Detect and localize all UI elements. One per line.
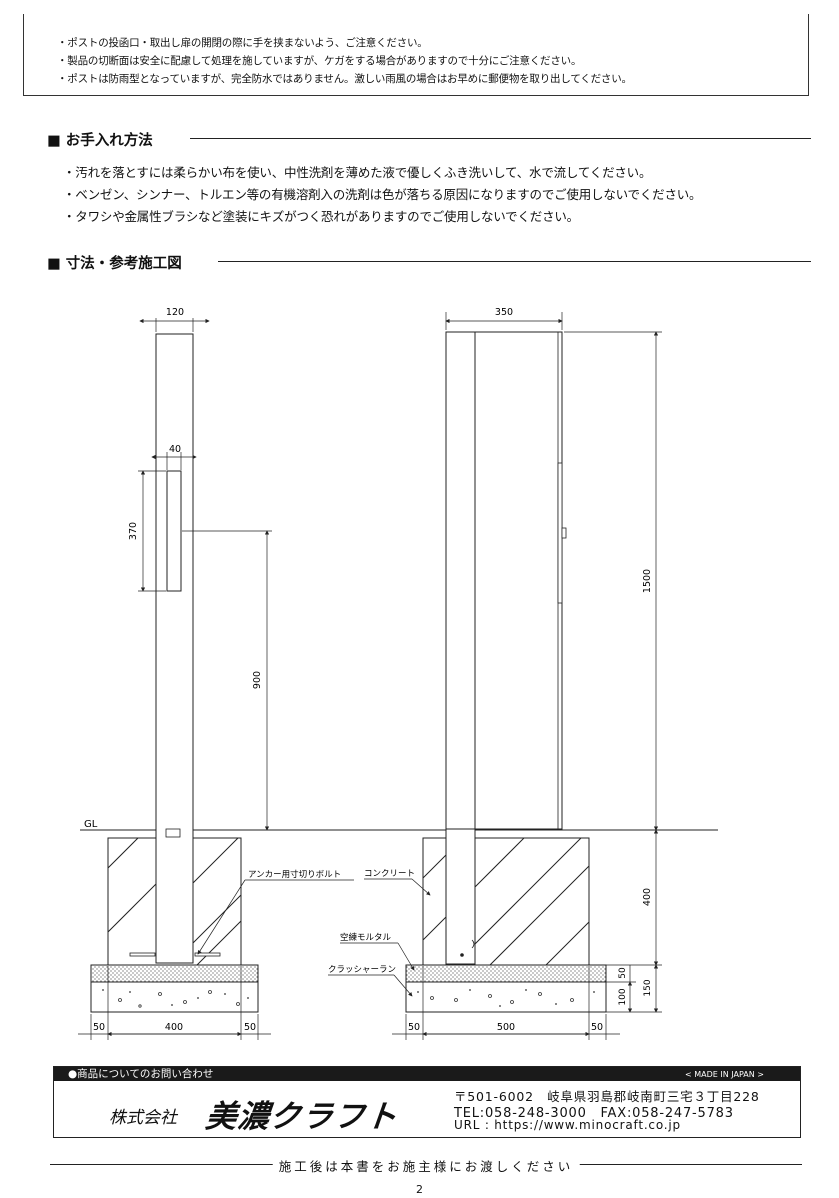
dim-right-base-left: 50 <box>408 1022 420 1033</box>
right-concrete-hatch <box>422 837 590 966</box>
drawing-heading: ■ 寸法・参考施工図 <box>47 256 182 272</box>
right-crusher-layer <box>405 981 607 1013</box>
care-heading: ■ お手入れ方法 <box>47 133 153 149</box>
closing-text: 施工後は本書をお施主様にお渡しください <box>272 1156 580 1175</box>
dim-left-base-right: 50 <box>244 1022 256 1033</box>
left-mortar-layer <box>90 964 259 983</box>
label-crusher-run: クラッシャーラン <box>328 965 396 975</box>
right-lock <box>561 527 567 539</box>
left-mailbox-body <box>166 470 182 592</box>
right-mailbox-front <box>445 331 563 830</box>
dim-right-base-width: 500 <box>497 1022 515 1033</box>
page-number: 2 <box>416 1183 423 1196</box>
company-logo-name: 美濃クラフト <box>203 1099 400 1135</box>
left-anchor-plate-2 <box>194 952 221 957</box>
dim-left-width: 120 <box>166 307 184 318</box>
company-address: 〒501-6002 岐阜県羽島郡岐南町三宅３丁目228 <box>454 1089 760 1104</box>
caution-line-1: ・ポストの投函口・取出し扉の開閉の際に手を挟まないよう、ご注意ください。 <box>57 37 428 49</box>
left-crusher-layer <box>90 981 259 1013</box>
contact-header-bar: ●商品についてのお問い合わせ < MADE IN JAPAN > <box>54 1067 800 1081</box>
gl-label: GL <box>84 819 98 830</box>
dim-left-base-width: 400 <box>165 1022 183 1033</box>
care-line-2: ・ベンゼン、シンナー、トルエン等の有機溶剤入の洗剤は色が落ちる原因になりますので… <box>63 187 702 202</box>
dim-left-box-height: 370 <box>128 522 139 540</box>
caution-line-3: ・ポストは防雨型となっていますが、完全防水ではありません。激しい雨風の場合はお早… <box>57 73 632 85</box>
caution-line-2: ・製品の切断面は安全に配慮して処理を施していますが、ケガをする場合がありますので… <box>57 55 582 67</box>
company-prefix: 株式会社 <box>109 1108 177 1128</box>
left-post-pole <box>155 333 194 964</box>
left-post-slot <box>165 828 181 838</box>
right-mortar-layer <box>405 964 607 983</box>
dim-right-height: 1500 <box>642 569 653 593</box>
company-url[interactable]: URL : https://www.minocraft.co.jp <box>454 1118 681 1132</box>
dim-right-mortar: 50 <box>618 967 628 979</box>
dim-right-depth: 400 <box>642 888 653 906</box>
care-heading-rule <box>190 138 811 139</box>
made-in-japan: < MADE IN JAPAN > <box>685 1070 764 1079</box>
contact-title: ●商品についてのお問い合わせ <box>68 1068 214 1080</box>
drawing-heading-rule <box>218 261 811 262</box>
dim-left-base-left: 50 <box>93 1022 105 1033</box>
closing-note: 施工後は本書をお施主様にお渡しください <box>50 1156 802 1175</box>
construction-drawing: GL <box>78 307 718 1040</box>
care-line-1: ・汚れを落とすには柔らかい布を使い、中性洗剤を薄めた液で優しくふき洗いして、水で… <box>63 165 652 180</box>
dim-left-thickness: 40 <box>169 444 181 455</box>
left-anchor-plate-1 <box>129 952 156 957</box>
left-view: 120 40 370 900 アンカー用寸切りボルト 50 400 50 <box>78 307 354 1040</box>
dim-right-total-base: 150 <box>643 979 653 996</box>
caution-box: ・ポストの投函口・取出し扉の開閉の際に手を挟まないよう、ご注意ください。 ・製品… <box>23 14 809 96</box>
dim-left-height: 900 <box>252 671 263 689</box>
dim-right-crusher: 100 <box>618 988 628 1005</box>
contact-box: ●商品についてのお問い合わせ < MADE IN JAPAN > 株式会社 美濃… <box>53 1066 801 1138</box>
label-anchor-bolt: アンカー用寸切りボルト <box>248 869 341 880</box>
label-concrete: コンクリート <box>364 869 415 879</box>
dim-right-width: 350 <box>495 307 513 318</box>
right-view: 350 1500 400 50 100 150 コンクリート 空練モルタル クラ… <box>328 307 662 1040</box>
right-door-edge <box>557 462 563 604</box>
dim-right-base-right: 50 <box>591 1022 603 1033</box>
label-mortar: 空練モルタル <box>340 932 392 943</box>
company-tel-fax: TEL:058-248-3000 FAX:058-247-5783 <box>454 1106 734 1121</box>
care-line-3: ・タワシや金属性ブラシなど塗装にキズがつく恐れがありますのでご使用しないでくださ… <box>63 209 579 224</box>
